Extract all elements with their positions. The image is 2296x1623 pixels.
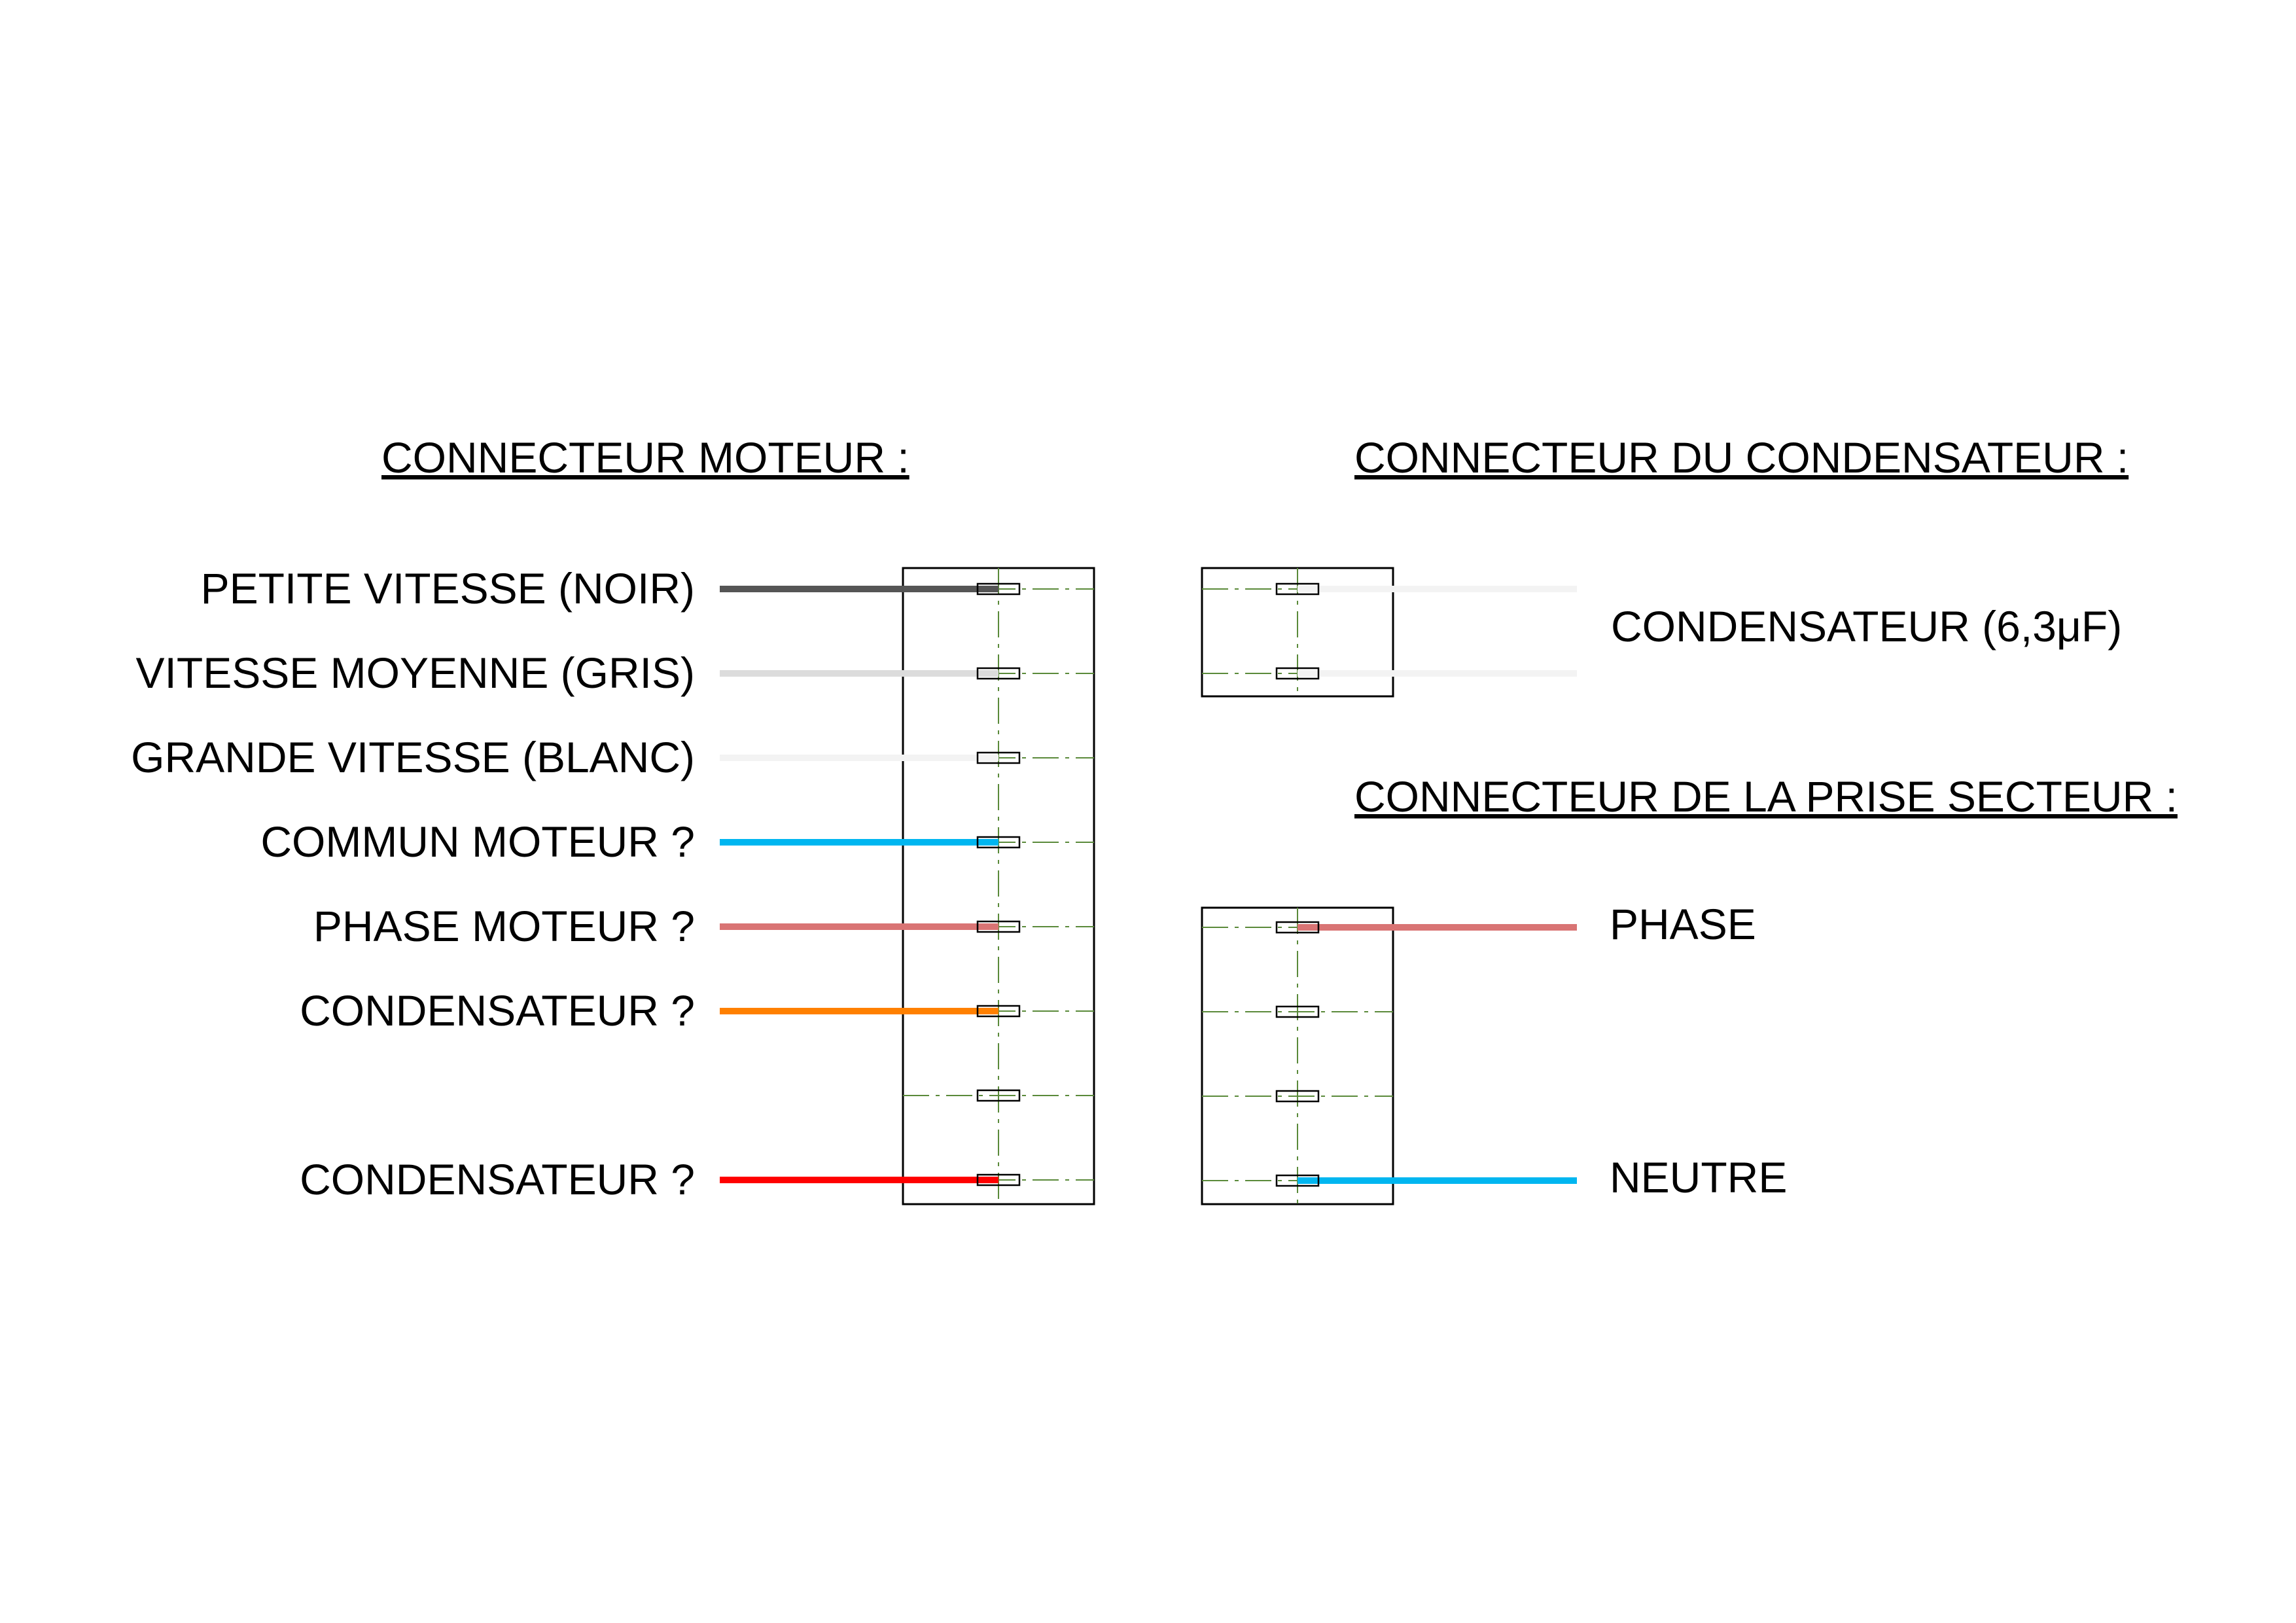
mains-pin-1-label: PHASE <box>1610 900 1756 948</box>
mains-pin-1-terminal <box>1275 921 1320 934</box>
motor-pin-4-label: COMMUN MOTEUR ? <box>260 817 695 866</box>
capacitor-pin-2-terminal <box>1275 667 1320 680</box>
mains-pin-4-terminal <box>1275 1174 1320 1187</box>
motor-pin-1-label: PETITE VITESSE (NOIR) <box>201 564 695 613</box>
motor-connector-title: CONNECTEUR MOTEUR : <box>381 433 910 482</box>
capacitor-connector-title: CONNECTEUR DU CONDENSATEUR : <box>1354 433 2128 482</box>
motor-pin-7-terminal <box>976 1089 1021 1102</box>
motor-pin-8-terminal <box>976 1173 1021 1186</box>
motor-pin-6-terminal <box>976 1005 1021 1018</box>
motor-pin-2-terminal <box>976 667 1021 680</box>
mains-connector: PHASE NEUTRE <box>1201 900 1787 1205</box>
mains-connector-title: CONNECTEUR DE LA PRISE SECTEUR : <box>1354 772 2178 821</box>
motor-connector: PETITE VITESSE (NOIR) VITESSE MOYENNE (GR… <box>131 564 1095 1205</box>
motor-pin-2-label: VITESSE MOYENNE (GRIS) <box>136 649 695 697</box>
motor-pin-1-terminal <box>976 582 1021 596</box>
capacitor-pin-1-terminal <box>1275 582 1320 596</box>
motor-pin-8-label: CONDENSATEUR ? <box>300 1155 695 1204</box>
capacitor-label: CONDENSATEUR (6,3μF) <box>1611 602 2122 651</box>
mains-pin-4-label: NEUTRE <box>1610 1153 1787 1202</box>
mains-pin-2-terminal <box>1275 1005 1320 1018</box>
motor-pin-6-label: CONDENSATEUR ? <box>300 986 695 1035</box>
motor-pin-5-terminal <box>976 920 1021 933</box>
motor-pin-3-terminal <box>976 751 1021 764</box>
motor-pin-3-label: GRANDE VITESSE (BLANC) <box>131 733 695 781</box>
motor-pin-4-terminal <box>976 836 1021 849</box>
mains-pin-3-terminal <box>1275 1090 1320 1103</box>
capacitor-connector: CONDENSATEUR (6,3μF) <box>1201 567 2122 698</box>
motor-pin-5-label: PHASE MOTEUR ? <box>313 902 695 950</box>
